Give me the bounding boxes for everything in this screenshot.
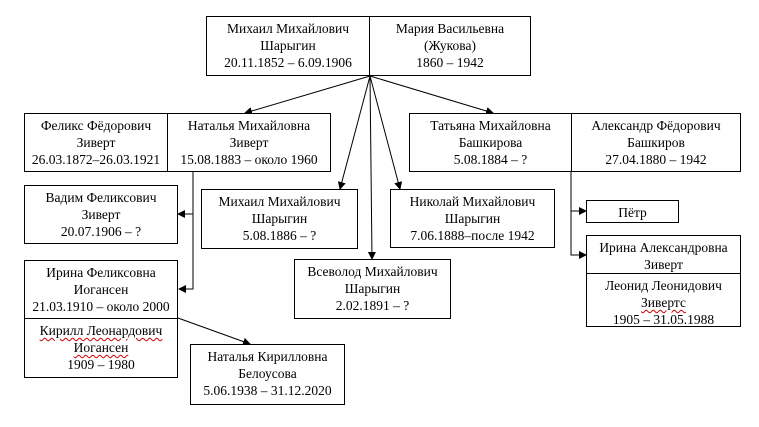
- edge-zivert-irina: [178, 214, 194, 293]
- edge-root-nikolai: [369, 75, 403, 190]
- person-box-feliks: Феликс Фёдорович Зиверт 26.03.1872–26.03…: [24, 113, 168, 172]
- person-surname: (Жукова): [424, 38, 476, 53]
- person-surname: Шарыгин: [444, 211, 501, 226]
- person-name: Михаил Михайлович: [218, 194, 341, 209]
- person-dates: 5.06.1938 – 31.12.2020: [203, 383, 332, 398]
- person-box-natalya-m: Наталья Михайловна Зиверт 15.08.1883 – о…: [167, 113, 331, 172]
- person-surname: Башкиров: [627, 135, 685, 150]
- person-name: Татьяна Михайловна: [430, 118, 551, 133]
- person-name: Михаил Михайлович: [226, 21, 350, 36]
- person-box-aleksandr: Александр Фёдорович Башкиров 27.04.1880 …: [571, 113, 741, 172]
- person-surname: Иогансен: [73, 340, 129, 355]
- person-dates: 27.04.1880 – 1942: [605, 152, 707, 167]
- person-dates: 15.08.1883 – около 1960: [180, 152, 318, 167]
- edge-root-tatyana: [369, 75, 494, 115]
- person-box-kirill: Кирилл Леонардович Иогансен 1909 – 1980: [24, 318, 178, 378]
- edge-root-mikhail-jr: [337, 75, 371, 190]
- person-name: Ирина Феликсовна: [46, 265, 156, 280]
- person-name: Феликс Фёдорович: [40, 118, 152, 133]
- edge-zivert-vadim: [177, 172, 194, 218]
- edge-root-vsevolod: [367, 75, 376, 260]
- person-dates: 20.11.1852 – 6.09.1906: [224, 55, 352, 70]
- person-box-irina-f: Ирина Феликсовна Иогансен 21.03.1910 – о…: [24, 260, 178, 319]
- person-surname: Зиверт: [229, 135, 269, 150]
- person-name: Вадим Феликсович: [45, 190, 157, 205]
- person-name: Наталья Кирилловна: [207, 349, 328, 364]
- person-box-maria: Мария Васильевна (Жукова) 1860 – 1942: [369, 16, 531, 76]
- person-dates: 5.08.1884 – ?: [453, 152, 528, 167]
- person-name: Пётр: [618, 205, 647, 220]
- person-surname: Зиверт: [644, 257, 683, 272]
- person-surname: Шарыгин: [260, 38, 316, 53]
- person-name: Всеволод Михайлович: [307, 264, 438, 279]
- person-box-vsevolod: Всеволод Михайлович Шарыгин 2.02.1891 – …: [294, 259, 451, 319]
- person-name: Наталья Михайловна: [187, 118, 311, 133]
- person-box-mikhail-jr: Михаил Михайлович Шарыгин 5.08.1886 – ?: [201, 189, 358, 249]
- person-name: Александр Фёдорович: [591, 118, 721, 133]
- person-box-tatyana: Татьяна Михайловна Башкирова 5.08.1884 –…: [409, 113, 572, 172]
- person-box-mikhail-sr: Михаил Михайлович Шарыгин 20.11.1852 – 6…: [206, 16, 370, 76]
- person-dates: 1909 – 1980: [67, 357, 135, 372]
- person-name: Леонид Леонидович: [605, 278, 722, 293]
- person-dates: 7.06.1888–после 1942: [410, 228, 535, 243]
- person-dates: 5.08.1886 – ?: [242, 228, 317, 243]
- person-surname: Зивертс: [641, 295, 686, 310]
- person-dates: 21.03.1910 – около 2000: [32, 299, 170, 314]
- edge-bashkirov-irina: [570, 211, 587, 259]
- person-dates: 2.02.1891 – ?: [335, 298, 410, 313]
- edge-bashkirov-petr: [570, 172, 587, 215]
- person-name: Ирина Александровна: [599, 240, 728, 255]
- person-dates: 1905 – 31.05.1988: [612, 312, 715, 327]
- person-dates: 1860 – 1942: [416, 55, 484, 70]
- person-surname: Шарыгин: [251, 211, 308, 226]
- person-box-nikolai: Николай Михайлович Шарыгин 7.06.1888–пос…: [390, 189, 555, 248]
- person-surname: Белоусова: [238, 366, 297, 381]
- person-surname: Шарыгин: [344, 281, 401, 296]
- edge-root-natalya: [244, 75, 371, 115]
- person-surname: Зиверт: [76, 135, 116, 150]
- person-surname: Иогансен: [73, 282, 129, 297]
- person-surname: Башкирова: [458, 135, 523, 150]
- person-box-vadim: Вадим Феликсович Зиверт 20.07.1906 – ?: [24, 185, 178, 244]
- person-name: Мария Васильевна: [395, 21, 505, 36]
- person-name: Николай Михайлович: [409, 194, 536, 209]
- person-dates: 26.03.1872–26.03.1921: [31, 152, 161, 167]
- person-box-leonid: Леонид Леонидович Зивертс 1905 – 31.05.1…: [586, 273, 741, 327]
- person-name: Кирилл Леонардович: [39, 323, 163, 338]
- person-box-natalya-k: Наталья Кирилловна Белоусова 5.06.1938 –…: [190, 344, 345, 405]
- person-dates: 20.07.1906 – ?: [60, 224, 142, 239]
- person-box-irina-a: Ирина Александровна Зиверт: [586, 235, 741, 274]
- person-box-petr: Пётр: [586, 200, 679, 223]
- person-surname: Зиверт: [81, 207, 121, 222]
- edge-ioganssen-natalya-k: [177, 317, 251, 346]
